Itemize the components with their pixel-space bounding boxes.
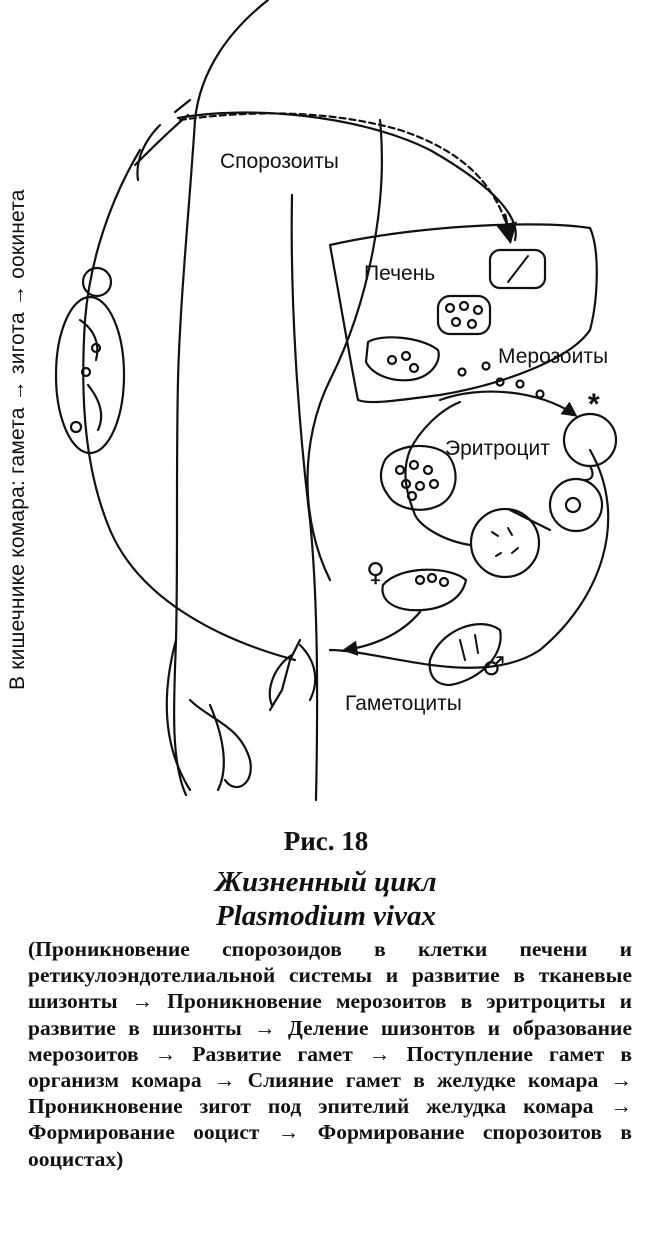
gametocyte-arrow bbox=[341, 610, 422, 656]
mosquito-gut-label: В кишечнике комара: гамета → зигота → оо… bbox=[6, 189, 29, 690]
female-symbol: ♀ bbox=[366, 558, 386, 588]
liver-outline bbox=[328, 223, 598, 404]
asterisk-mark: * bbox=[588, 388, 600, 421]
trophozoite-stage bbox=[469, 507, 541, 579]
mosquito-gut bbox=[54, 295, 126, 455]
ring-stage bbox=[548, 477, 604, 533]
liver-cell-sporozoite bbox=[488, 248, 547, 290]
gametocytes-label: Гаметоциты bbox=[345, 692, 462, 715]
tissue-schizont bbox=[436, 294, 492, 336]
liver-label: Печень bbox=[364, 262, 436, 285]
erythrocytic-schizont bbox=[379, 444, 457, 511]
mosquito-top bbox=[133, 98, 192, 182]
sporozoites-label: Спорозоиты bbox=[220, 150, 339, 173]
figure-title-line1: Жизненный цикл bbox=[215, 866, 437, 898]
oocyst bbox=[81, 266, 113, 298]
male-symbol: ♂ bbox=[482, 652, 506, 682]
merozoite-arrow bbox=[438, 390, 578, 417]
life-cycle-circle bbox=[176, 111, 517, 242]
human-body-outline bbox=[165, 0, 383, 802]
figure-title-line2: Plasmodium vivax bbox=[216, 900, 436, 932]
erythrocyte-label: Эритроцит bbox=[445, 437, 550, 460]
merozoites-label: Мерозоиты bbox=[498, 345, 609, 368]
male-gametocyte bbox=[428, 623, 502, 687]
erythrocytic-cycle-loop bbox=[404, 400, 594, 547]
female-gametocyte bbox=[381, 568, 468, 612]
ruptured-schizont bbox=[364, 336, 440, 382]
life-cycle-diagram bbox=[54, 0, 618, 802]
figure-number: Рис. 18 bbox=[283, 826, 369, 856]
sporozoite-stream bbox=[178, 112, 507, 222]
figure-caption: (Проникновение спорозоидов в клетки пече… bbox=[28, 937, 632, 1171]
mosquito-bottom bbox=[268, 638, 317, 712]
